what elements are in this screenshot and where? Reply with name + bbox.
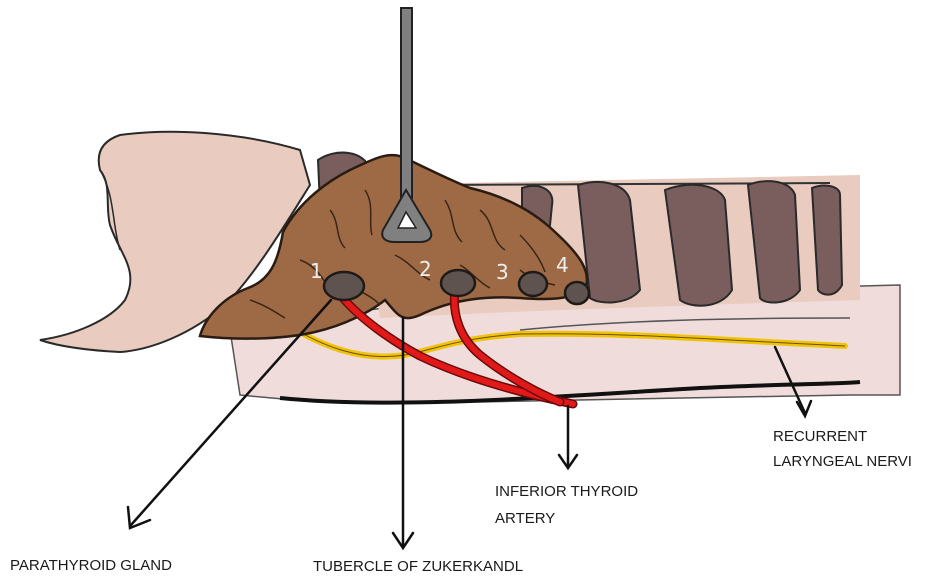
parathyroid-2 [441, 270, 475, 296]
parathyroid-4 [565, 282, 589, 304]
tracheal-ring-6 [812, 186, 842, 295]
inferior-thyroid-artery-label-line-1: INFERIOR THYROID [495, 483, 638, 500]
recurrent-laryngeal-nerve-label-line-2: LARYNGEAL NERVI [773, 453, 912, 470]
recurrent-laryngeal-nerve-label-line-1: RECURRENT [773, 428, 867, 445]
tubercle-of-zukerkandl-label: TUBERCLE OF ZUKERKANDL [313, 558, 523, 575]
inferior-thyroid-artery-label-line-2: ARTERY [495, 510, 555, 527]
marker-3: 3 [496, 260, 509, 284]
marker-4: 4 [556, 253, 569, 277]
marker-2: 2 [419, 257, 432, 281]
parathyroid-gland-label: PARATHYROID GLAND [10, 557, 172, 574]
parathyroid-3 [519, 272, 547, 296]
marker-1: 1 [310, 259, 323, 283]
parathyroid-1 [324, 272, 364, 300]
retractor-shaft [401, 8, 412, 198]
